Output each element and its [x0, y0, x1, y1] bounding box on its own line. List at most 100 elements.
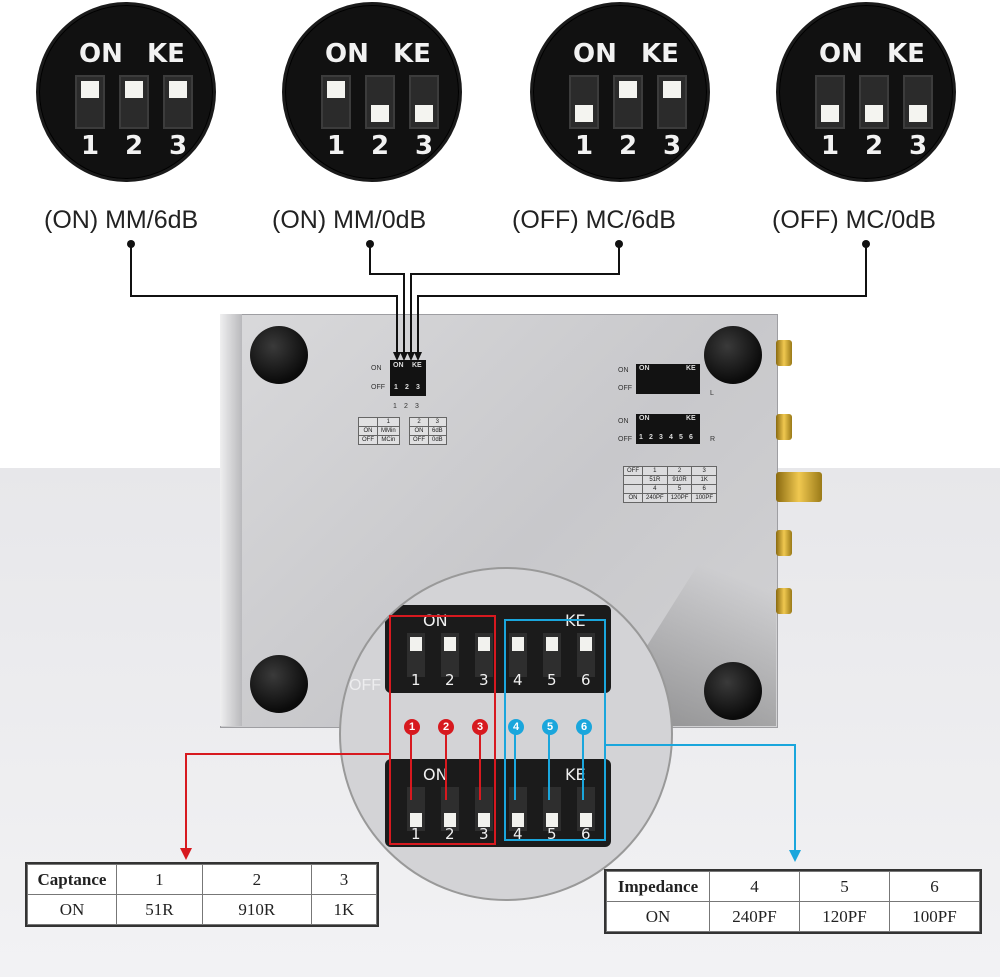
dip-closeup-2: ON KE 1 2 3 [282, 2, 462, 182]
zoom-num: 4 [513, 671, 523, 689]
zoom-num: 6 [581, 671, 591, 689]
cell: 0dB [428, 435, 447, 445]
zoom-switch-5 [543, 787, 561, 831]
closeup-ke-label: KE [393, 39, 431, 69]
zoom-num: 5 [547, 825, 557, 843]
badge-5: 5 [542, 719, 558, 735]
load-dip-num: 4 [669, 434, 673, 441]
closeup-num-1: 1 [81, 131, 100, 161]
zoom-num: 3 [479, 825, 489, 843]
load-dip-ke-label: KE [686, 415, 696, 422]
channel-r-label: R [710, 436, 716, 443]
zoom-num: 2 [445, 825, 455, 843]
gain-dip-number-below: 3 [415, 403, 419, 410]
dip-switch-2 [365, 75, 395, 129]
dip-switch-2 [859, 75, 889, 129]
zoom-switch-4 [509, 787, 527, 831]
closeup-num-3: 3 [663, 131, 682, 161]
line-dot-2 [366, 240, 374, 248]
impedance-col-5: 5 [799, 871, 890, 902]
closeup-num-1: 1 [575, 131, 594, 161]
arrow-head-4 [414, 352, 422, 361]
load-dip-switch-r: ON KE 1 2 3 4 5 6 [636, 414, 700, 444]
captance-header: Captance [27, 864, 117, 895]
zoom-num: 3 [479, 671, 489, 689]
line-dot-1 [127, 240, 135, 248]
gain-dip-number-below: 2 [404, 403, 408, 410]
closeup-num-1: 1 [327, 131, 346, 161]
impedance-table: Impedance 4 5 6 ON 240PF 120PF 100PF [604, 869, 982, 934]
load-dip-num: 6 [689, 434, 693, 441]
zoom-switch-6 [577, 633, 595, 677]
badge-2: 2 [438, 719, 454, 735]
badge-3: 3 [472, 719, 488, 735]
dip-switch-3 [163, 75, 193, 129]
connector-line-3 [410, 244, 620, 354]
rca-jack [776, 414, 792, 440]
captance-col-2: 2 [201, 864, 312, 895]
load-dip-num: 2 [649, 434, 653, 441]
zoom-num: 4 [513, 825, 523, 843]
cell: MCin [377, 435, 400, 445]
connector-line-1 [130, 244, 398, 354]
closeup-num-2: 2 [125, 131, 144, 161]
impedance-header: Impedance [606, 871, 710, 902]
gain-dip-off-text: OFF [371, 384, 385, 391]
cell: ON [623, 493, 643, 503]
load-dip-num: 1 [639, 434, 643, 441]
cell: 100PF [691, 493, 718, 503]
impedance-col-6: 6 [889, 871, 980, 902]
rubber-foot [250, 655, 308, 713]
gain-dip-number-below: 1 [393, 403, 397, 410]
captance-col-1: 1 [116, 864, 203, 895]
zoom-num: 1 [411, 671, 421, 689]
impedance-value-4: 240PF [709, 901, 800, 932]
zoom-switch-5 [543, 633, 561, 677]
load-dip-l-off-text: OFF [618, 385, 632, 392]
rca-jack [776, 588, 792, 614]
cell: OFF [358, 435, 378, 445]
connector-line-4 [417, 244, 867, 354]
arrow-head-1 [393, 352, 401, 361]
zoom-ke-label: KE [565, 765, 586, 784]
closeup-on-label: ON [819, 39, 863, 69]
captance-col-3: 3 [310, 864, 378, 895]
badge-6: 6 [576, 719, 592, 735]
load-dip-num: 5 [679, 434, 683, 441]
dip-closeup-4: ON KE 1 2 3 [776, 2, 956, 182]
closeup-on-label: ON [573, 39, 617, 69]
ground-post [776, 472, 822, 502]
load-dip-r-on-text: ON [618, 418, 629, 425]
zoom-switch-6 [577, 787, 595, 831]
zoom-dip-panel-bottom: ON KE 1 2 3 4 5 6 [385, 759, 611, 847]
zoom-off-label: OFF [349, 677, 381, 694]
dip-switch-1 [75, 75, 105, 129]
captance-table: Captance 1 2 3 ON 51R 910R 1K [25, 862, 379, 927]
line-dot-4 [862, 240, 870, 248]
blue-connector [605, 744, 796, 854]
red-arrow-head [180, 848, 192, 860]
dip-switch-3 [657, 75, 687, 129]
gain-dip-num: 3 [416, 384, 420, 391]
gain-dip-on-text: ON [371, 365, 382, 372]
arrow-head-3 [407, 352, 415, 361]
closeup-on-label: ON [325, 39, 369, 69]
load-dip-on-label: ON [639, 415, 650, 422]
zoom-switch-4 [509, 633, 527, 677]
dip-closeup-1: ON KE 1 2 3 [36, 2, 216, 182]
dip-switch-3 [903, 75, 933, 129]
dip-switch-2 [119, 75, 149, 129]
captance-value-1: 51R [116, 894, 203, 925]
zoom-switch-2 [441, 633, 459, 677]
badge-4: 4 [508, 719, 524, 735]
load-dip-l-on-text: ON [618, 367, 629, 374]
closeup-ke-label: KE [887, 39, 925, 69]
impedance-value-6: 100PF [889, 901, 980, 932]
captance-value-3: 1K [310, 894, 378, 925]
gain-dip-ke-label: KE [412, 362, 422, 369]
closeup-ke-label: KE [641, 39, 679, 69]
